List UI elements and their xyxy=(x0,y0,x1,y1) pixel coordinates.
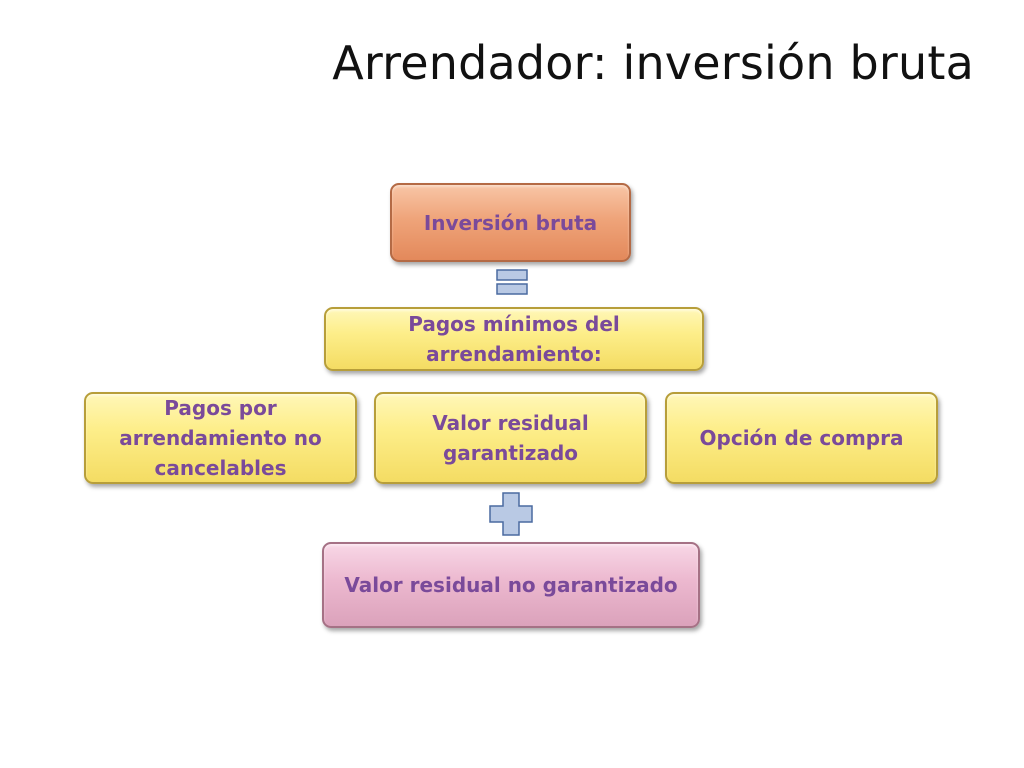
minimum-payments-label: Pagos mínimos del arrendamiento: xyxy=(408,312,620,366)
gross-investment-label: Inversión bruta xyxy=(423,210,598,235)
gross-investment-box: Inversión bruta xyxy=(390,183,631,262)
non-cancellable-payments-box: Pagos por arrendamiento no cancelables xyxy=(84,392,357,484)
guaranteed-residual-box: Valor residual garantizado xyxy=(374,392,647,484)
plus-icon xyxy=(489,492,533,536)
purchase-option-label: Opción de compra xyxy=(699,426,904,450)
guaranteed-residual-label: Valor residual garantizado xyxy=(432,411,589,465)
non-cancellable-payments-label: Pagos por arrendamiento no cancelables xyxy=(119,396,322,480)
purchase-option-box: Opción de compra xyxy=(665,392,938,484)
unguaranteed-residual-label: Valor residual no garantizado xyxy=(344,573,678,597)
slide-title: Arrendador: inversión bruta xyxy=(332,36,974,90)
minimum-payments-box: Pagos mínimos del arrendamiento: xyxy=(324,307,704,371)
equals-icon xyxy=(496,269,528,295)
unguaranteed-residual-box: Valor residual no garantizado xyxy=(322,542,700,628)
